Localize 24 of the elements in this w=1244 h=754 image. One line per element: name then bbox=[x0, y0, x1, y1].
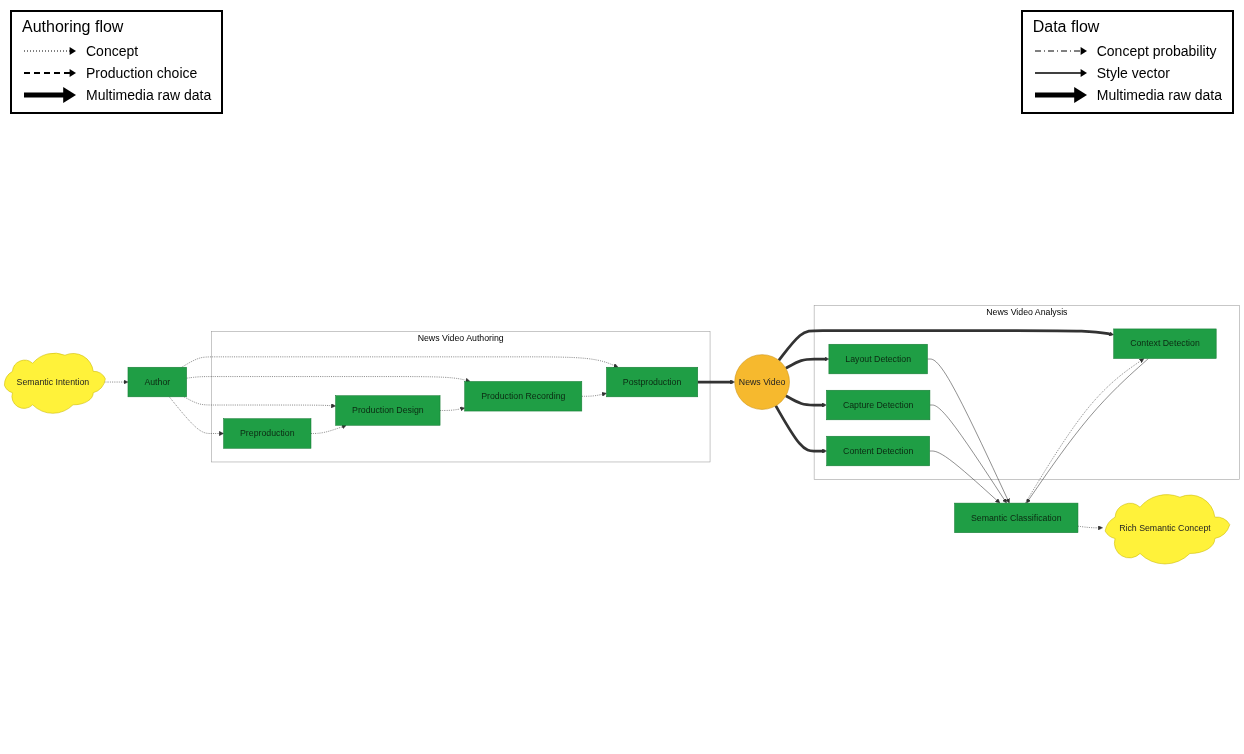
node-box: Postproduction bbox=[606, 367, 698, 398]
arrow bbox=[774, 405, 827, 454]
legend-text: Multimedia raw data bbox=[86, 87, 212, 103]
node-box: Content Detection bbox=[826, 436, 930, 467]
legend-text: Multimedia raw data bbox=[1096, 87, 1222, 103]
arrow bbox=[785, 356, 830, 370]
legend-text: Production choice bbox=[86, 65, 198, 81]
node-circle: News Video bbox=[734, 354, 790, 411]
legend-text: Concept probability bbox=[1096, 43, 1217, 59]
legend-text: Concept bbox=[86, 43, 139, 59]
node-box: Production Design bbox=[335, 395, 441, 426]
arrow bbox=[697, 379, 735, 385]
arrow bbox=[785, 394, 827, 408]
arrow bbox=[777, 329, 1114, 362]
node-box: Semantic Classification bbox=[954, 503, 1079, 534]
node-box: Capture Detection bbox=[826, 390, 931, 421]
node-box: Context Detection bbox=[1113, 328, 1217, 360]
node-box: Preproduction bbox=[223, 418, 312, 449]
legend-title: Authoring flow bbox=[22, 18, 125, 36]
legend-title: Data flow bbox=[1032, 18, 1101, 36]
node-box: Layout Detection bbox=[828, 344, 928, 375]
node-box: Author bbox=[127, 367, 187, 398]
legend-text: Style vector bbox=[1096, 65, 1170, 81]
node-box: Production Recording bbox=[464, 381, 583, 412]
